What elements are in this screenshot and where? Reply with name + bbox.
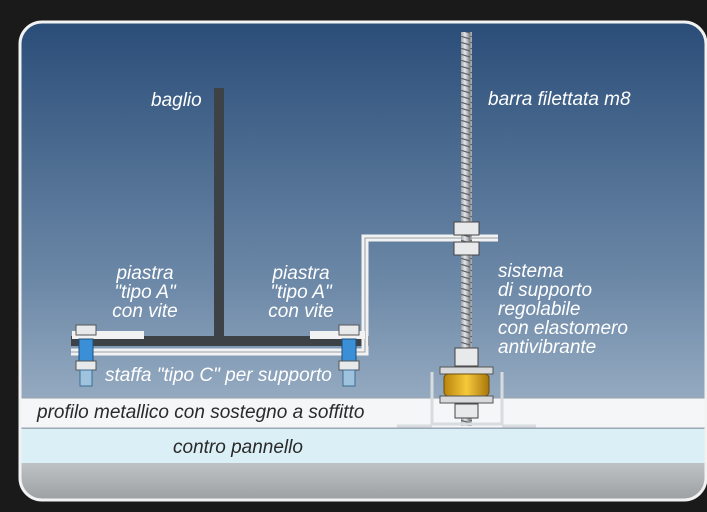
label-support-line5: antivibrante bbox=[498, 337, 597, 358]
label-counter-panel: contro pannello bbox=[173, 437, 303, 458]
label-plate-left: piastra "tipo A" con vite bbox=[106, 264, 184, 321]
label-plate-right-line2: "tipo A" bbox=[270, 282, 332, 303]
plate-tipo-a-right bbox=[310, 331, 365, 339]
panel-frame bbox=[18, 20, 707, 502]
metal-profile-band bbox=[20, 398, 706, 428]
beam-baglio bbox=[214, 88, 224, 342]
nut-damper-top-icon bbox=[454, 347, 479, 367]
label-support-line4: con elastomero bbox=[498, 318, 628, 339]
label-plate-right-line3: con vite bbox=[268, 301, 334, 322]
label-baglio: baglio bbox=[151, 90, 202, 111]
bolt-left-icon bbox=[75, 324, 97, 387]
nut-lower-icon bbox=[453, 241, 480, 256]
floor-band bbox=[20, 463, 706, 500]
label-threaded-rod: barra filettata m8 bbox=[488, 89, 631, 110]
label-support-system: sistema di supporto regolabile con elast… bbox=[498, 262, 628, 357]
label-plate-left-line1: piastra bbox=[116, 263, 174, 284]
plate-tipo-a-left bbox=[72, 331, 144, 339]
label-plate-left-line2: "tipo A" bbox=[114, 282, 176, 303]
elastomer-damper-icon bbox=[397, 366, 536, 428]
label-plate-left-line3: con vite bbox=[112, 301, 178, 322]
bracket-base-dark bbox=[71, 336, 369, 346]
label-support-line3: regolabile bbox=[498, 299, 581, 320]
label-plate-right-line1: piastra bbox=[272, 263, 330, 284]
bolt-right-icon bbox=[338, 324, 360, 387]
label-profile: profilo metallico con sostegno a soffitt… bbox=[37, 402, 365, 423]
label-support-line2: di supporto bbox=[498, 280, 593, 301]
label-support-line1: sistema bbox=[498, 261, 564, 282]
counter-panel-band bbox=[20, 429, 706, 463]
label-plate-right: piastra "tipo A" con vite bbox=[262, 264, 340, 321]
label-bracket: staffa "tipo C" per supporto bbox=[105, 365, 332, 386]
nut-upper-icon bbox=[453, 221, 480, 236]
